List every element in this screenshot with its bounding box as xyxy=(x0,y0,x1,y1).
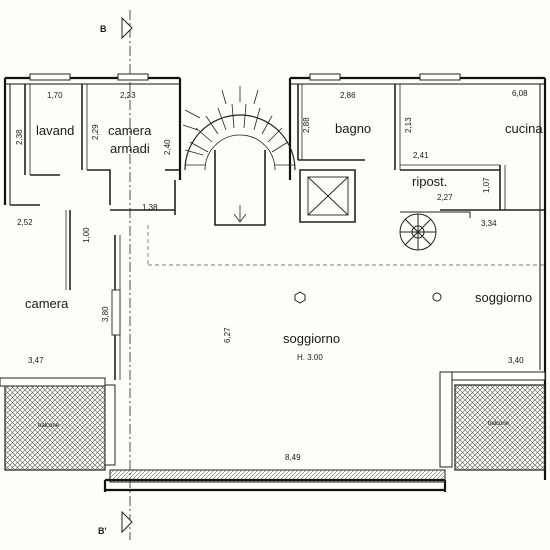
dim-left-corridor: 2,52 xyxy=(17,218,33,227)
trolley-symbol xyxy=(399,211,471,251)
section-line xyxy=(121,10,133,540)
elevator xyxy=(307,176,349,216)
dim-camera-w: 3,47 xyxy=(28,356,44,365)
dim-armadi-h2: 2,40 xyxy=(163,139,172,155)
room-balcone-right: balcone xyxy=(488,421,510,427)
room-balcone-left: balcone xyxy=(38,423,60,429)
dim-balcone-right-w: 3,40 xyxy=(508,356,524,365)
section-mark-bottom: B' xyxy=(98,526,107,536)
room-camera-armadi-2: armadi xyxy=(110,141,150,156)
dim-armadi-w: 2,23 xyxy=(120,91,136,100)
room-camera: camera xyxy=(25,296,69,311)
spiral-stair xyxy=(182,86,296,223)
room-camera-armadi-1: camera xyxy=(108,123,152,138)
dim-camera-h: 3,80 xyxy=(101,306,110,322)
dim-cucina-w: 6,08 xyxy=(512,89,528,98)
room-soggiorno-main: soggiorno xyxy=(283,331,340,346)
dim-lavand-w: 1,70 xyxy=(47,91,63,100)
section-mark-top: B xyxy=(100,24,107,34)
dim-left-corridor-h: 1,00 xyxy=(82,227,91,243)
balcone-railings xyxy=(0,371,546,468)
window-camera xyxy=(111,289,121,336)
pillars xyxy=(294,291,442,304)
ceiling-line xyxy=(147,225,545,266)
dim-bagno-h: 2,88 xyxy=(302,117,311,133)
room-soggiorno-height: H. 3.00 xyxy=(297,353,323,362)
dim-soggiorno-h: 6,27 xyxy=(223,327,232,343)
room-bagno: bagno xyxy=(335,121,371,136)
dim-armadi-d: 1,38 xyxy=(142,203,158,212)
room-cucina: cucina xyxy=(505,121,543,136)
bottom-terrace-edge xyxy=(109,469,446,483)
dim-ripost-w1: 2,41 xyxy=(413,151,429,160)
room-ripost: ripost. xyxy=(412,174,447,189)
dim-armadi-h: 2,29 xyxy=(91,124,100,140)
windows-top xyxy=(29,73,461,81)
dim-soggiorno-w: 8,49 xyxy=(285,453,301,462)
dim-ripost-h: 1,07 xyxy=(482,177,491,193)
dim-cucina-h: 2,13 xyxy=(404,117,413,133)
balcone-right-area xyxy=(454,384,546,471)
room-soggiorno-right: soggiorno xyxy=(475,290,532,305)
dim-right-w: 3,34 xyxy=(481,219,497,228)
dim-ripost-w2: 2,27 xyxy=(437,193,453,202)
interior-walls xyxy=(10,84,545,380)
dim-bagno-w: 2,86 xyxy=(340,91,356,100)
dim-lavand-h: 2,38 xyxy=(15,129,24,145)
balcone-left-area xyxy=(4,384,106,471)
room-lavand: lavand xyxy=(36,123,74,138)
exterior-walls xyxy=(3,76,547,492)
